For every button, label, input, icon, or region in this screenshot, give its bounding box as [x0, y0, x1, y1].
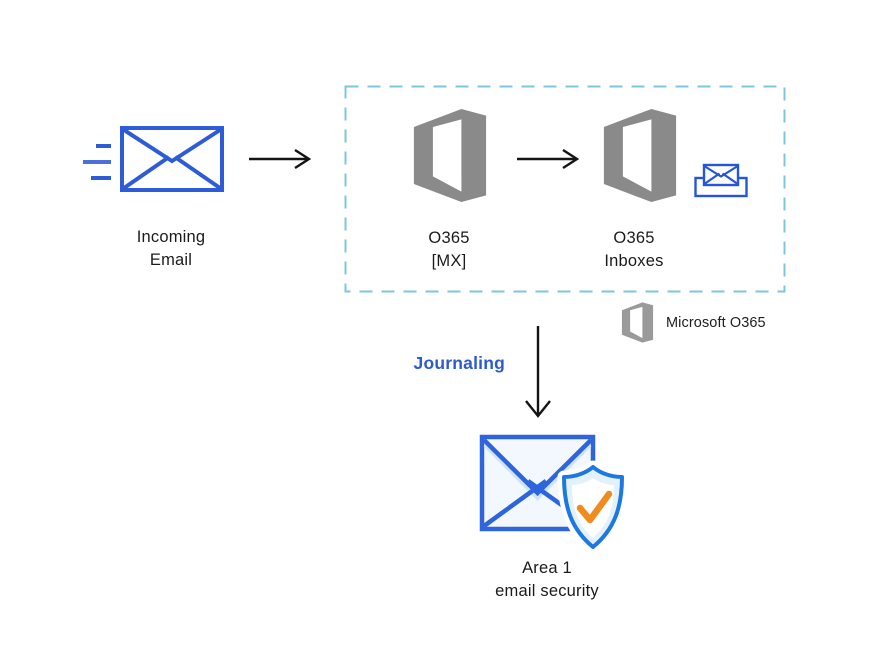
o365-boundary-dashed-box [344, 85, 786, 293]
incoming-email-label: Incoming Email [136, 228, 206, 269]
arrow-mx-to-inboxes [517, 148, 580, 170]
arrow-journaling-down [525, 326, 551, 418]
journaling-edge-label: Journaling [413, 353, 505, 373]
area1-email-security-label: Area 1 email security [495, 559, 599, 600]
incoming-envelope-icon [83, 126, 224, 192]
office365-logo-icon [413, 108, 487, 203]
office365-logo-icon [603, 108, 677, 203]
legend-microsoft-o365-label: Microsoft O365 [666, 315, 766, 331]
inbox-tray-envelope-icon [694, 163, 748, 198]
envelope-shield-check-icon [479, 434, 629, 552]
o365-inboxes-label: O365 Inboxes [604, 229, 664, 270]
o365-mx-label: O365 [MX] [428, 229, 470, 270]
arrow-incoming-to-mx [249, 148, 312, 170]
office365-logo-icon [621, 302, 654, 343]
